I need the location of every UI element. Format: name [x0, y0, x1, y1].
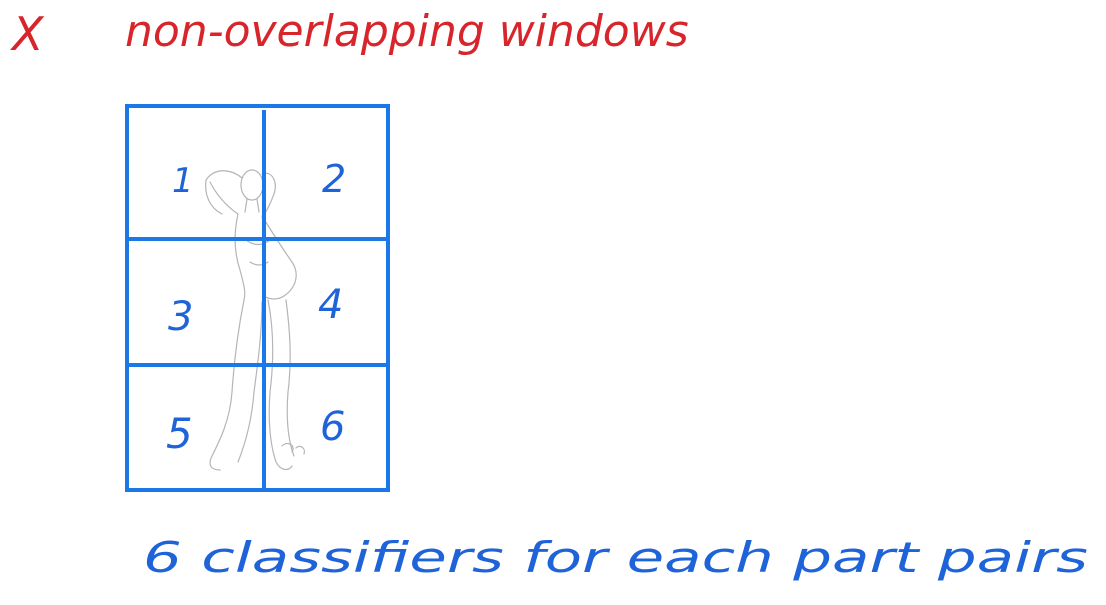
grid-outline — [125, 104, 390, 492]
cell-label-3: 3 — [168, 294, 193, 340]
cell-label-2: 2 — [322, 157, 346, 201]
window-grid — [125, 104, 390, 492]
caption: 6 classifiers for each part pairs — [143, 533, 1088, 582]
cell-label-6: 6 — [320, 404, 345, 450]
cell-label-1: 1 — [172, 161, 194, 201]
cell-label-5: 5 — [166, 409, 193, 458]
heading-mark: X — [10, 7, 45, 61]
heading-text: non-overlapping windows — [125, 6, 689, 57]
cell-label-4: 4 — [318, 282, 343, 328]
figure-sketch — [205, 169, 305, 471]
